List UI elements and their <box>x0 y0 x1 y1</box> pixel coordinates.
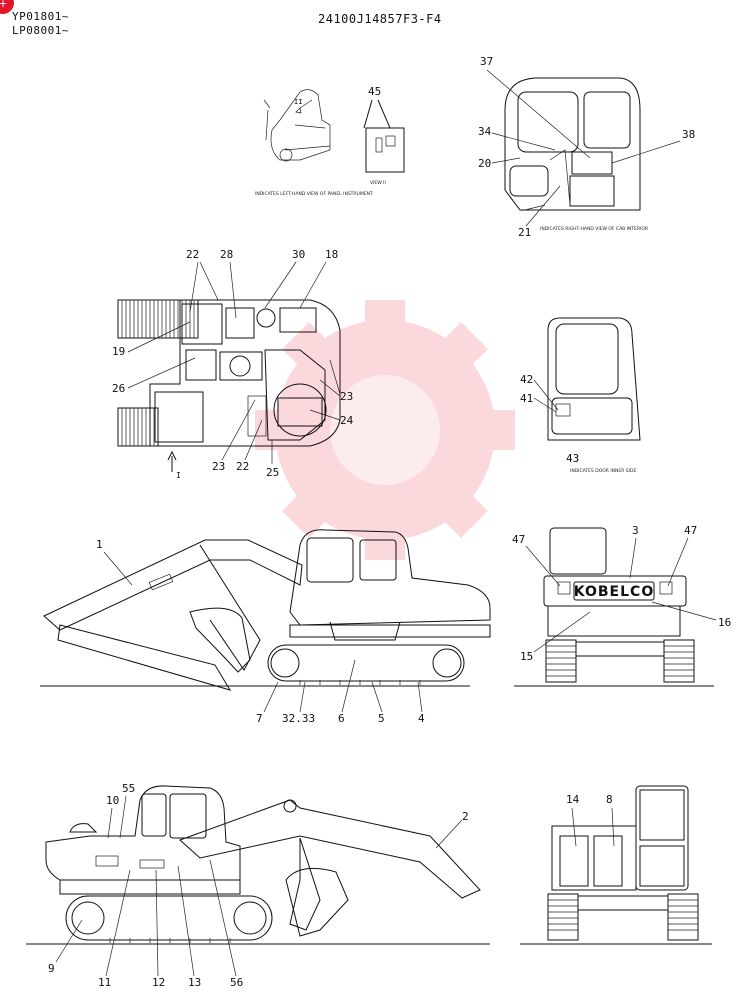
callout-28: 28 <box>220 248 233 261</box>
callout-26: 26 <box>112 382 125 395</box>
front-view: 14 8 <box>520 785 712 945</box>
cab-view-caption: INDICATES RIGHT-HAND VIEW OF CAB INTERIO… <box>540 226 648 232</box>
callout-25: 25 <box>266 466 279 479</box>
gear-watermark <box>255 300 515 560</box>
callout-11: 11 <box>98 976 111 989</box>
seat-console-view: II INDICATES LEFT-HAND VIEW OF PANEL INS… <box>255 89 373 197</box>
callout-38: 38 <box>682 128 695 141</box>
callout-18: 18 <box>325 248 338 261</box>
callout-45: 45 <box>368 85 381 98</box>
callout-16: 16 <box>718 616 731 629</box>
callout-19: 19 <box>112 345 125 358</box>
callout-1: 1 <box>96 538 103 551</box>
serial-range-lp: LP08001~ <box>12 24 69 37</box>
callout-14: 14 <box>566 793 580 806</box>
callout-24: 24 <box>340 414 354 427</box>
callout-43: 43 <box>566 452 579 465</box>
door-inner-view: 42 41 43 INDICATES DOOR INNER SIDE <box>520 317 641 474</box>
callout-23-right: 23 <box>340 390 353 403</box>
kobelco-plate: KOBELCO <box>574 584 654 600</box>
callout-47-left: 47 <box>512 533 525 546</box>
callout-41: 41 <box>520 392 533 405</box>
callout-47-right: 47 <box>684 524 697 537</box>
callout-6: 6 <box>338 712 345 725</box>
callout-22-bottom: 22 <box>236 460 249 473</box>
callout-2: 2 <box>462 810 469 823</box>
callout-55: 55 <box>122 782 135 795</box>
callout-5: 5 <box>378 712 385 725</box>
rear-view: KOBELCO 47 3 47 16 15 <box>512 524 731 687</box>
callout-i: I <box>176 471 181 480</box>
plan-view: 22 28 30 18 19 26 23 24 23 22 25 I <box>112 248 354 480</box>
cab-interior-view: 37 34 38 20 21 INDICATES RIGHT-HAND VIEW… <box>478 55 695 239</box>
view-ii-detail: 45 VIEW II <box>363 85 405 186</box>
callout-15: 15 <box>520 650 533 663</box>
callout-23-bottom: 23 <box>212 460 225 473</box>
callout-9: 9 <box>48 962 55 975</box>
callout-56: 56 <box>230 976 243 989</box>
corner-badge: + <box>0 0 14 14</box>
callout-32-33: 32.33 <box>282 712 315 725</box>
callout-8: 8 <box>606 793 613 806</box>
callout-12: 12 <box>152 976 165 989</box>
callout-42: 42 <box>520 373 533 386</box>
door-view-caption: INDICATES DOOR INNER SIDE <box>570 468 636 474</box>
callout-37: 37 <box>480 55 493 68</box>
callout-30: 30 <box>292 248 305 261</box>
callout-20: 20 <box>478 157 491 170</box>
callout-22: 22 <box>186 248 199 261</box>
view-label: VIEW II <box>370 180 386 186</box>
callout-34: 34 <box>478 125 492 138</box>
callout-3: 3 <box>632 524 639 537</box>
seat-view-caption: INDICATES LEFT-HAND VIEW OF PANEL INSTRU… <box>255 191 373 197</box>
serial-range-yp: YP01801~ <box>12 10 69 23</box>
svg-text:II: II <box>294 98 302 106</box>
callout-7: 7 <box>256 712 263 725</box>
callout-10: 10 <box>106 794 119 807</box>
drawing-number: 24100J14857F3-F4 <box>318 12 442 26</box>
right-side-view: 55 10 2 9 11 12 13 56 <box>26 782 490 989</box>
callout-4: 4 <box>418 712 425 725</box>
callout-13: 13 <box>188 976 201 989</box>
left-side-view: 1 7 32.33 6 5 4 <box>40 529 491 725</box>
callout-21: 21 <box>518 226 531 239</box>
